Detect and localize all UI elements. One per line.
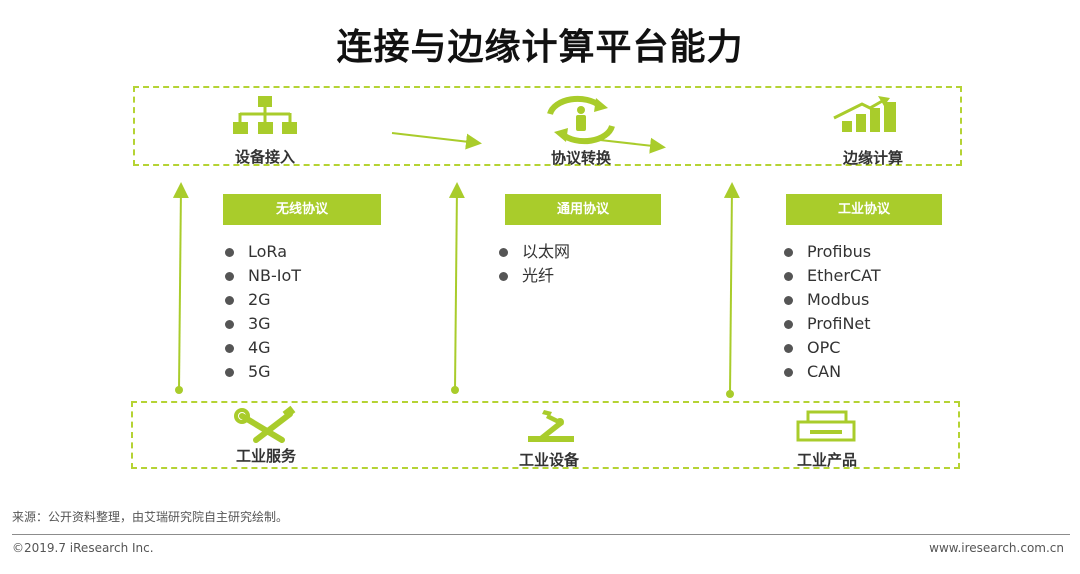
list-item: Profibus [783, 240, 881, 264]
copyright: ©2019.7 iResearch Inc. [12, 541, 154, 555]
list-item: CAN [783, 360, 881, 384]
general-protocol-heading: 通用协议 [505, 194, 661, 225]
general-protocol-list: 以太网 光纤 [498, 240, 570, 288]
top-capability-panel [133, 86, 962, 166]
industrial-protocol-list: Profibus EtherCAT Modbus ProfiNet OPC CA… [783, 240, 881, 384]
growth-chart-icon [833, 96, 896, 132]
list-item: 3G [224, 312, 301, 336]
bottom-industry-panel [131, 401, 960, 469]
flow-arrow-1 [391, 132, 482, 150]
cycle-person-icon [547, 95, 615, 145]
robot-arm-icon [528, 410, 574, 442]
protocol-conversion-label: 协议转换 [550, 149, 611, 167]
website-link[interactable]: www.iresearch.com.cn [929, 541, 1064, 555]
list-item: Modbus [783, 288, 881, 312]
list-item: OPC [783, 336, 881, 360]
list-item: LoRa [224, 240, 301, 264]
vertical-arrow-left [172, 182, 189, 394]
edge-computing-label: 边缘计算 [842, 149, 903, 167]
industrial-protocol-heading: 工业协议 [786, 194, 942, 225]
list-item: 5G [224, 360, 301, 384]
list-item: NB-IoT [224, 264, 301, 288]
industrial-equipment-label: 工业设备 [518, 451, 579, 469]
source-note: 来源：公开资料整理，由艾瑞研究院自主研究绘制。 [12, 510, 289, 524]
list-item: 光纤 [498, 264, 570, 288]
device-access-label: 设备接入 [234, 148, 295, 166]
page-title: 连接与边缘计算平台能力 [336, 27, 744, 68]
list-item: 4G [224, 336, 301, 360]
footer-divider [12, 534, 1070, 535]
hierarchy-icon [233, 96, 297, 134]
vertical-arrow-right [723, 182, 740, 398]
industrial-product-label: 工业产品 [796, 451, 857, 469]
wrench-screwdriver-icon [234, 405, 296, 443]
wireless-protocol-heading: 无线协议 [223, 194, 381, 225]
list-item: 以太网 [498, 240, 570, 264]
industrial-service-label: 工业服务 [235, 447, 296, 465]
wireless-protocol-list: LoRa NB-IoT 2G 3G 4G 5G [224, 240, 301, 384]
printer-icon [796, 410, 856, 442]
list-item: 2G [224, 288, 301, 312]
list-item: EtherCAT [783, 264, 881, 288]
list-item: ProfiNet [783, 312, 881, 336]
flow-arrow-2 [599, 137, 666, 154]
vertical-arrow-middle [448, 182, 465, 394]
